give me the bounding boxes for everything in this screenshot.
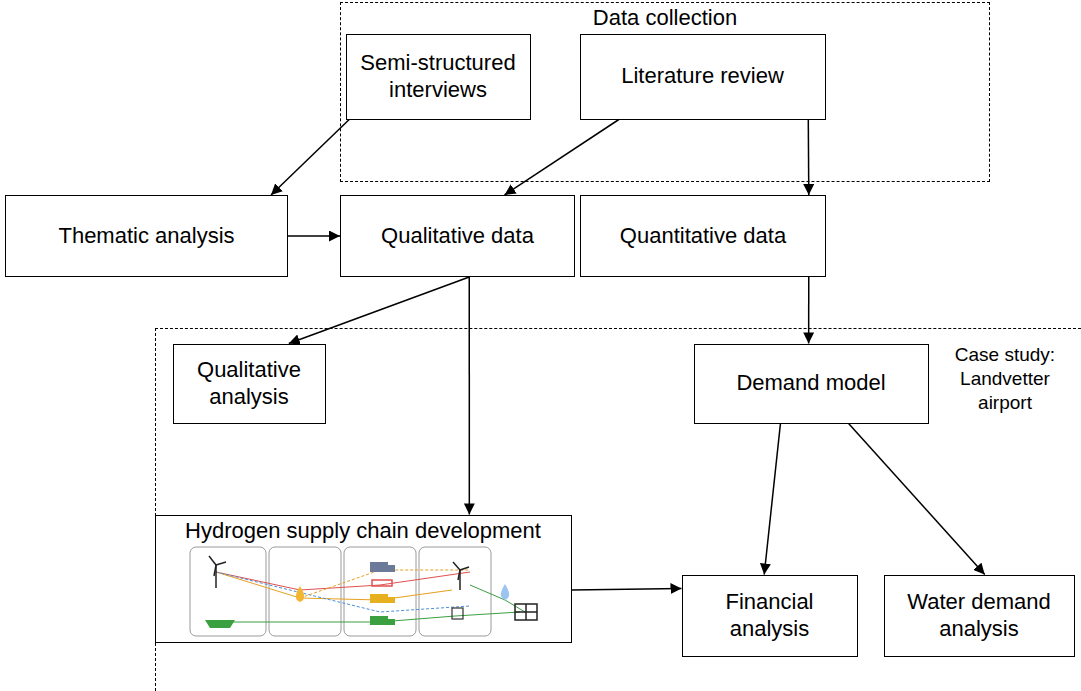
- region-label: Case study: Landvetter airport: [934, 343, 1076, 414]
- flow-arrow: [289, 277, 469, 344]
- wind-turbine: [209, 556, 469, 590]
- flow-arrow: [271, 120, 349, 196]
- box-label: Demand model: [736, 370, 885, 396]
- process-box: Qualitative analysis: [173, 344, 326, 424]
- panel: [344, 547, 416, 636]
- ship-icon: [205, 620, 235, 628]
- flow-arrow: [505, 120, 619, 196]
- panel: [190, 547, 266, 636]
- process-box: Quantitative data: [580, 195, 826, 277]
- flow-arrow: [808, 277, 810, 344]
- flow-arrow: [808, 120, 810, 196]
- route-line: [216, 572, 470, 590]
- box-label: Financial analysis: [689, 589, 851, 642]
- process-box: Semi-structured interviews: [346, 34, 531, 120]
- box-label: Quantitative data: [620, 223, 786, 249]
- illustration-box: Hydrogen supply chain development: [155, 515, 572, 643]
- group-region: Semi-structured interviews Literature rev…: [340, 2, 990, 182]
- flow-arrow: [764, 424, 780, 575]
- pipeline-icon: [372, 580, 392, 586]
- flow-arrow: [572, 588, 682, 590]
- route-line: [470, 585, 525, 612]
- process-box: Demand model: [694, 344, 929, 424]
- flow-arrow: [849, 424, 985, 575]
- box-label: Literature review: [621, 63, 784, 89]
- route-lines: [216, 570, 525, 622]
- cracking-unit: [452, 608, 463, 619]
- process-box: Water demand analysis: [884, 575, 1075, 657]
- route-line: [300, 570, 470, 598]
- drop-icon: [296, 586, 304, 602]
- lh2-storage: [515, 604, 537, 620]
- box-label: Qualitative analysis: [180, 357, 319, 410]
- box-label: Thematic analysis: [58, 223, 234, 249]
- process-box: Literature review: [580, 34, 826, 120]
- truck-icon: [370, 562, 395, 625]
- flow-arrow: [469, 277, 471, 515]
- panel: [419, 547, 491, 636]
- process-box: Thematic analysis: [5, 195, 288, 277]
- box-label: Qualitative data: [381, 223, 534, 249]
- box-heading: Hydrogen supply chain development: [185, 518, 541, 544]
- process-box: Financial analysis: [682, 575, 858, 657]
- process-box: Qualitative data: [340, 195, 575, 277]
- box-label: Semi-structured interviews: [353, 50, 524, 103]
- drop-icon: [501, 584, 509, 600]
- chain-panels: [190, 547, 491, 636]
- case-study-region: Qualitative analysis Demand modelHydrogen…: [155, 328, 1081, 691]
- route-line: [216, 572, 470, 612]
- box-label: Water demand analysis: [891, 589, 1068, 642]
- flow-arrow: [288, 235, 340, 237]
- region-label: Data collection: [341, 5, 989, 31]
